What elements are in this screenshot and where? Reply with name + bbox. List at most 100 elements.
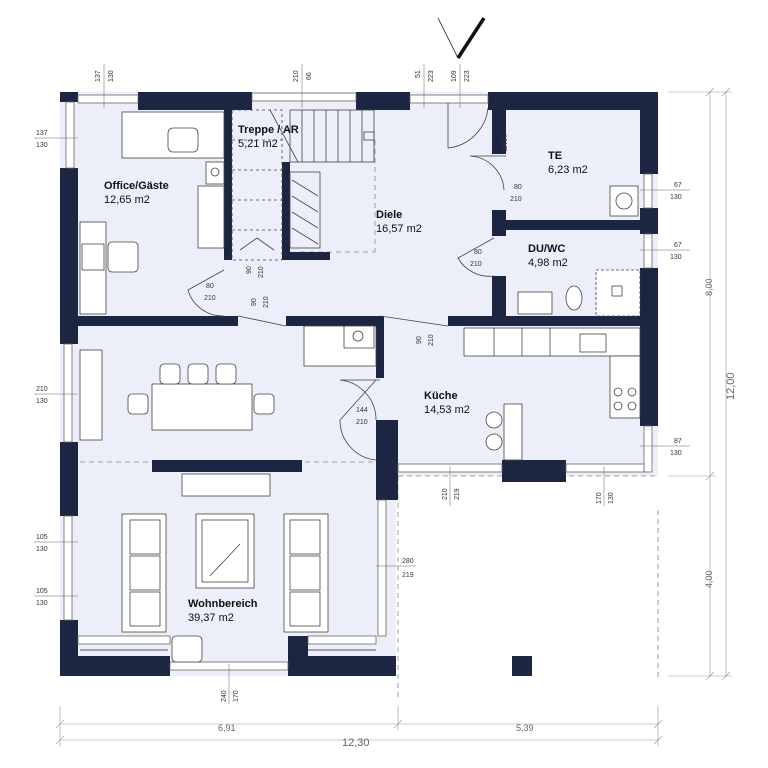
dim-right-te-h: 130	[670, 194, 682, 201]
window-right-te	[643, 173, 653, 209]
overall-dim-text: 6,91 5,39 12,30 8,00 4,00 12,00	[218, 278, 737, 749]
dim-door-wohn-w: 144	[356, 407, 368, 414]
dim-door-office-w: 80	[206, 283, 214, 290]
office-shelf	[197, 185, 225, 249]
dim-left-wohn-2-w: 105	[36, 588, 48, 595]
dim-height-total: 12,00	[725, 372, 737, 400]
dim-door-te-h: 210	[510, 196, 522, 203]
tv-stand	[181, 473, 271, 497]
kitchen-sink	[579, 333, 607, 353]
furniture	[79, 111, 641, 663]
dim-bottom-terrace-w: 210	[442, 488, 449, 500]
dim-left-wohn-1-h: 130	[36, 546, 48, 553]
dim-door-duwc-w: 80	[474, 249, 482, 256]
dim-door-stair-b-h: 210	[258, 266, 265, 278]
room-area-treppe: 5,21 m2	[238, 138, 278, 150]
window-left-office	[65, 101, 75, 169]
dim-bottom-terrace-h: 219	[454, 488, 461, 500]
office-chair	[167, 127, 199, 153]
room-area-wohn: 39,37 m2	[188, 612, 234, 624]
window-left-wohn	[63, 515, 73, 621]
dim-top-door-h: 223	[428, 70, 435, 82]
room-labels: Office/Gäste 12,65 m2 Treppe / AR 5,21 m…	[104, 124, 588, 624]
dim-right-duwc-h: 130	[670, 254, 682, 261]
room-area-duwc: 4,98 m2	[528, 257, 568, 269]
dim-left-office-w: 137	[36, 130, 48, 137]
dim-left-dining-w: 210	[36, 386, 48, 393]
door-entry-swing	[447, 103, 489, 149]
room-name-office: Office/Gäste	[104, 180, 169, 192]
dim-right-duwc-w: 67	[674, 242, 682, 249]
kitchen-side	[609, 355, 641, 419]
window-bottom-wohn-right	[307, 635, 377, 645]
dim-door-stair-a-h: 210	[263, 296, 270, 308]
window-dim-text: 137 130 137 130 210 66 51 223 109 223 67…	[36, 70, 682, 702]
dim-top-entry-w: 109	[451, 70, 458, 82]
door-dim-text: 80 210 80 210 80 210 90 210 90 210 90 21…	[204, 184, 522, 426]
entry-arrow	[437, 17, 486, 59]
dim-top-office-h: 130	[108, 70, 115, 82]
room-name-kueche: Küche	[424, 390, 458, 402]
dim-top-door-w: 51	[415, 70, 422, 78]
door-office-swing	[187, 269, 225, 317]
dim-right-wohn-w: 280	[402, 558, 414, 565]
door-wohn-swing	[339, 379, 377, 461]
kitchen-counter	[463, 327, 641, 357]
dim-right-kitchen-w: 87	[674, 438, 682, 445]
dim-bottom-kitchen-h: 130	[608, 492, 615, 504]
door-te-swing	[469, 155, 506, 191]
room-name-duwc: DU/WC	[528, 243, 565, 255]
window-left-dining	[63, 343, 73, 443]
door-duwc-swing	[457, 237, 495, 277]
dim-bottom-kitchen-w: 170	[596, 492, 603, 504]
interior-walls	[60, 110, 658, 472]
dim-bottom-wohn-w: 240	[221, 690, 228, 702]
dim-door-duwc-h: 210	[470, 261, 482, 268]
dim-left-wohn-1-w: 105	[36, 534, 48, 541]
dim-left-dining-h: 130	[36, 398, 48, 405]
room-area-office: 12,65 m2	[104, 194, 150, 206]
dim-top-office-w: 137	[95, 70, 102, 82]
room-area-kueche: 14,53 m2	[424, 404, 470, 416]
window-top-office	[77, 94, 139, 104]
window-bottom-wohn-left	[77, 635, 171, 645]
dim-width-left: 6,91	[218, 723, 236, 733]
doors	[187, 103, 506, 461]
dim-left-wohn-2-h: 130	[36, 600, 48, 607]
wc-sink	[517, 291, 553, 315]
window-bottom-kitchen	[565, 463, 645, 473]
dim-door-stair-b-w: 90	[246, 266, 253, 274]
dim-door-wohn-h: 210	[356, 419, 368, 426]
door-kitchen-swing	[339, 379, 380, 421]
overall-dim-lines	[55, 87, 732, 746]
dim-right-kitchen-h: 130	[670, 450, 682, 457]
exterior-walls	[60, 92, 658, 676]
dim-right-wohn-h: 219	[402, 572, 414, 579]
room-name-treppe: Treppe / AR	[238, 124, 299, 136]
dim-height-lower: 4,00	[704, 570, 714, 588]
window-right-duwc	[643, 233, 653, 269]
hwr-label: HWR	[500, 135, 507, 152]
dim-door-kitchen-h: 210	[428, 334, 435, 346]
room-area-te: 6,23 m2	[548, 164, 588, 176]
dim-bottom-wohn-h: 170	[233, 690, 240, 702]
dim-top-stair-w: 210	[293, 70, 300, 82]
window-top-stair	[251, 92, 357, 102]
wc-toilet	[565, 285, 583, 311]
room-name-te: TE	[548, 150, 562, 162]
dim-top-entry-h: 223	[464, 70, 471, 82]
room-name-wohn: Wohnbereich	[188, 598, 258, 610]
dim-top-stair-h: 66	[306, 72, 313, 80]
stairs	[231, 109, 375, 261]
dim-door-stair-a-w: 90	[251, 298, 258, 306]
window-wohn-right	[377, 499, 387, 637]
dim-door-te-w: 80	[514, 184, 522, 191]
dim-width-total: 12,30	[342, 737, 370, 749]
window-right-kitchen	[643, 425, 653, 473]
dim-left-office-h: 130	[36, 142, 48, 149]
dim-right-te-w: 67	[674, 182, 682, 189]
dim-door-office-h: 210	[204, 295, 216, 302]
dim-height-upper: 8,00	[704, 278, 714, 296]
dim-width-right: 5,39	[516, 723, 534, 733]
